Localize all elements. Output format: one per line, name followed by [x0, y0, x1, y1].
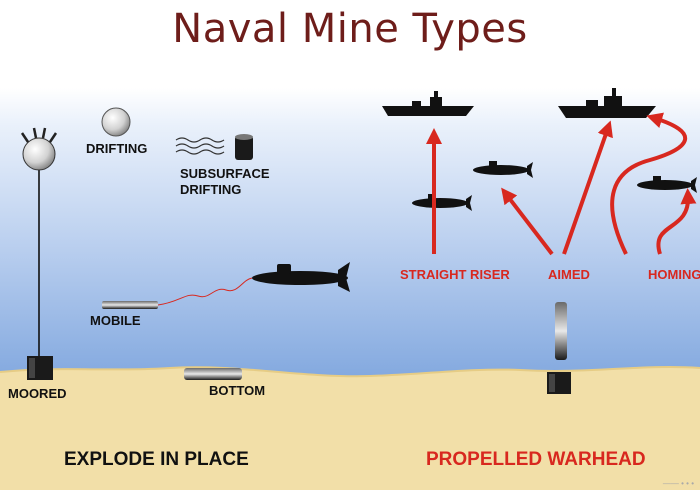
subsurface-drifting-mine — [175, 134, 253, 160]
ship-left — [382, 91, 474, 116]
drifting-mine — [101, 107, 131, 137]
aimed-arrows — [501, 120, 613, 256]
label-straight-riser: STRAIGHT RISER — [400, 267, 510, 282]
propelled-warhead-mine — [547, 302, 571, 394]
mobile-mine — [102, 277, 253, 309]
label-subsurface-drifting: SUBSURFACE DRIFTING — [180, 166, 270, 197]
label-drifting: DRIFTING — [86, 141, 148, 156]
water-background — [0, 88, 700, 388]
submarine-large — [252, 262, 350, 292]
bottom-mine — [184, 368, 242, 380]
moored-mine — [20, 127, 58, 380]
label-mobile: MOBILE — [90, 313, 141, 328]
homing-arrows — [610, 112, 697, 255]
label-bottom: BOTTOM — [209, 383, 266, 398]
label-aimed: AIMED — [548, 267, 590, 282]
ship-right — [558, 88, 656, 118]
submarine-aimed — [473, 161, 533, 178]
label-homing: HOMING — [648, 267, 700, 282]
footer-propelled-warhead: PROPELLED WARHEAD — [426, 449, 646, 470]
seabed — [0, 367, 700, 490]
label-moored: MOORED — [8, 386, 67, 401]
watermark: —— • • • — [662, 479, 694, 488]
footer-explode-in-place: EXPLODE IN PLACE — [64, 449, 249, 470]
page-title: Naval Mine Types — [172, 6, 528, 52]
